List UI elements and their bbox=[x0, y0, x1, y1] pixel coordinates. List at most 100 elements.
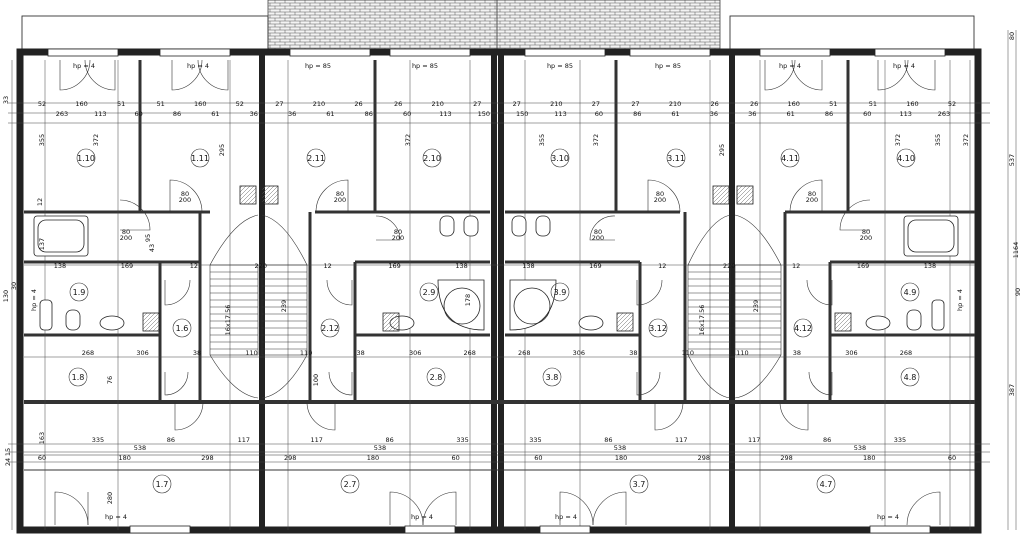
dimension-label: 180 bbox=[615, 454, 627, 462]
dimension-label: 268 bbox=[518, 349, 530, 357]
dimension-label: 130 bbox=[2, 290, 10, 302]
dimension-label: 36 bbox=[250, 110, 258, 118]
dimension-label: 60 bbox=[948, 454, 956, 462]
room-1-11: 1.11 bbox=[191, 154, 209, 163]
dimension-label: 12 bbox=[658, 262, 666, 270]
dimension-label: 30 bbox=[10, 282, 18, 290]
dimension-label: 306 bbox=[845, 349, 857, 357]
room-3-8: 3.8 bbox=[546, 373, 559, 382]
room-1-6: 1.6 bbox=[176, 324, 189, 333]
dimension-label: 76 bbox=[106, 376, 114, 384]
dimension-label: 268 bbox=[900, 349, 912, 357]
dimension-label: 372 bbox=[894, 134, 902, 146]
dimension-label: 60 bbox=[451, 454, 459, 462]
room-4-7: 4.7 bbox=[820, 480, 833, 489]
staircase-left bbox=[209, 214, 308, 399]
dimension-label: 169 bbox=[857, 262, 869, 270]
dimension-label: 51 bbox=[829, 100, 837, 108]
dimension-label: 200 bbox=[120, 234, 132, 242]
dimension-label: 295 bbox=[718, 144, 726, 156]
dimension-label: 80 bbox=[594, 228, 602, 236]
dimension-label: 137 bbox=[38, 238, 46, 250]
dimension-label: 538 bbox=[134, 444, 146, 452]
dimension-label: 100 bbox=[312, 374, 320, 386]
dimension-label: 306 bbox=[136, 349, 148, 357]
window-mark: hp = 85 bbox=[547, 62, 573, 70]
dimension-label: 113 bbox=[899, 110, 911, 118]
window-mark: hp = 4 bbox=[779, 62, 801, 70]
window-mark: hp = 4 bbox=[877, 513, 899, 521]
dimension-label: 38 bbox=[357, 349, 365, 357]
dimension-label: 33 bbox=[2, 96, 10, 104]
dimension-label: 110 bbox=[300, 349, 312, 357]
dimension-label: 80 bbox=[336, 190, 344, 198]
dimension-label: 90 bbox=[1014, 288, 1022, 296]
dimension-label: 51 bbox=[157, 100, 165, 108]
dimension-label: 95 bbox=[144, 234, 152, 242]
dimension-label: 60 bbox=[38, 454, 46, 462]
dimension-label: 138 bbox=[924, 262, 936, 270]
room-4-9: 4.9 bbox=[904, 288, 917, 297]
room-3-7: 3.7 bbox=[633, 480, 646, 489]
dimension-label: 80 bbox=[122, 228, 130, 236]
window-mark: hp = 85 bbox=[305, 62, 331, 70]
dimension-label: 538 bbox=[854, 444, 866, 452]
windows-top bbox=[47, 48, 946, 57]
dimension-label: 117 bbox=[675, 436, 687, 444]
dimension-label: 150 bbox=[478, 110, 490, 118]
dimension-label: 86 bbox=[825, 110, 833, 118]
dimension-label: 117 bbox=[748, 436, 760, 444]
dimension-label: 372 bbox=[404, 134, 412, 146]
dimension-label: 239 bbox=[280, 300, 288, 312]
dimension-label: 113 bbox=[554, 110, 566, 118]
utility-boxes bbox=[142, 185, 852, 332]
dimension-label: 27 bbox=[513, 100, 521, 108]
room-1-9: 1.9 bbox=[73, 288, 86, 297]
window-mark: hp = 85 bbox=[412, 62, 438, 70]
dimension-label: 138 bbox=[522, 262, 534, 270]
dimension-label: 298 bbox=[698, 454, 710, 462]
dimension-label: 110 bbox=[736, 349, 748, 357]
windows-bottom bbox=[129, 525, 931, 534]
dimension-label: 200 bbox=[179, 196, 191, 204]
window-mark: hp = 85 bbox=[655, 62, 681, 70]
dimension-label: 26 bbox=[710, 100, 718, 108]
dimension-label: 306 bbox=[409, 349, 421, 357]
dimension-label: 239 bbox=[752, 300, 760, 312]
bathtub-fixtures bbox=[33, 215, 959, 331]
dimension-label: 200 bbox=[860, 234, 872, 242]
room-3-12: 3.12 bbox=[649, 324, 667, 333]
dimension-label: 178 bbox=[464, 294, 472, 306]
room-2-12: 2.12 bbox=[321, 324, 339, 333]
dimension-label: 538 bbox=[374, 444, 386, 452]
dimension-label: 80 bbox=[656, 190, 664, 198]
dimension-label: 169 bbox=[388, 262, 400, 270]
dimension-label: 52 bbox=[38, 100, 46, 108]
dimension-label: 27 bbox=[473, 100, 481, 108]
dimension-label: 163 bbox=[38, 432, 46, 444]
window-mark: hp = 4 bbox=[555, 513, 577, 521]
dimension-label: 372 bbox=[92, 134, 100, 146]
dimension-label: 160 bbox=[75, 100, 87, 108]
dimension-label: 86 bbox=[385, 436, 393, 444]
dimension-label: 27 bbox=[631, 100, 639, 108]
dimension-label: 298 bbox=[780, 454, 792, 462]
dimension-label: 12 bbox=[190, 262, 198, 270]
dimension-label: 537 bbox=[1008, 154, 1016, 166]
dimension-label: 335 bbox=[894, 436, 906, 444]
dimension-label: 372 bbox=[962, 134, 970, 146]
dimension-label: 110 bbox=[682, 349, 694, 357]
dimension-label: 113 bbox=[94, 110, 106, 118]
dimension-label: 387 bbox=[1008, 384, 1016, 396]
dimension-label: 80 bbox=[808, 190, 816, 198]
dimension-label: 200 bbox=[592, 234, 604, 242]
dimension-label: 43 bbox=[148, 244, 156, 252]
dimension-label: 86 bbox=[365, 110, 373, 118]
dimension-label: 26 bbox=[394, 100, 402, 108]
party-walls bbox=[259, 52, 735, 530]
window-mark: hp = 4 bbox=[956, 289, 964, 311]
dimension-label: 60 bbox=[135, 110, 143, 118]
